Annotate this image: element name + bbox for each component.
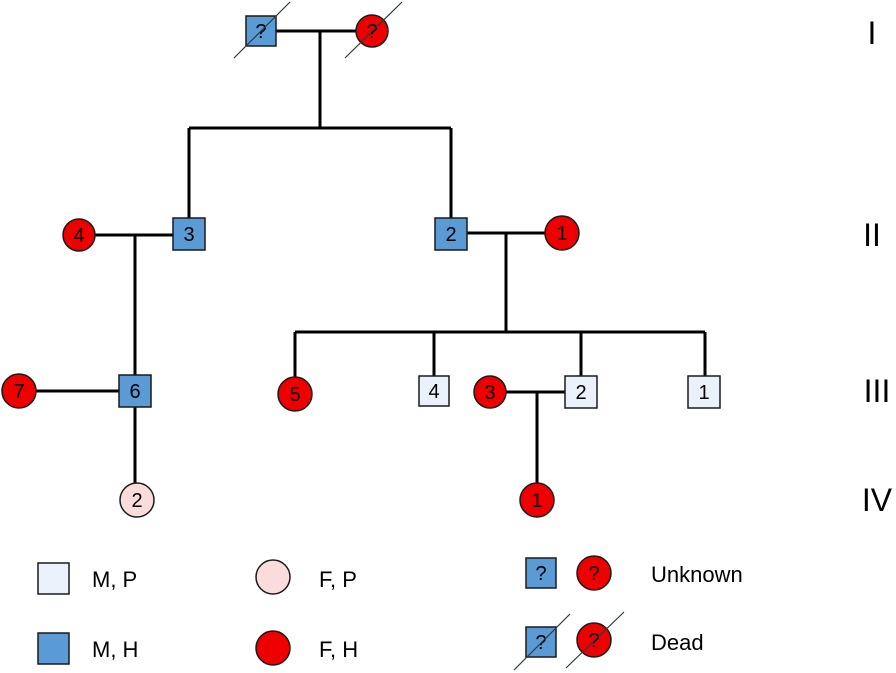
carrier-male-square [37,562,70,595]
individual-label: 2 [131,490,142,512]
individual-III-3: 3 [473,375,507,409]
legend-label: F, P [319,567,357,592]
individual-IV-2: 2 [119,482,155,518]
carrier-male-square [418,375,450,407]
affected-female-circle [62,218,96,252]
affected-male-square [434,217,468,251]
legend-female-affected: F, H [255,630,358,666]
individual-label: 3 [484,382,495,404]
legend-label: Dead [651,630,704,655]
pedigree-lines [35,29,707,484]
deceased-slash [513,613,571,671]
individual-II-4: 4 [62,218,96,252]
affected-male-square [118,374,152,408]
individual-label: 2 [575,382,586,404]
individual-label: 2 [445,224,456,246]
individual-I-female: ? [344,1,403,59]
individual-II-2: 2 [434,217,468,251]
individual-label: ? [255,21,266,43]
legend-label: M, P [92,567,137,592]
legend-male-affected: M, H [37,632,138,665]
deceased-slash [233,1,291,59]
affected-female-circle [519,482,555,518]
individual-III-1: 1 [687,375,721,409]
individual-label: 1 [556,223,567,245]
individual-label: 1 [531,490,542,512]
carrier-male-square [564,375,598,409]
individual-IV-1: 1 [519,482,555,518]
affected-male-square [172,217,206,251]
generation-label-I: I [868,15,877,51]
affected-female-circle [1,373,37,409]
generation-label-IV: IV [862,482,893,518]
individual-II-1: 1 [544,215,580,251]
unknown-symbol: ? [588,563,599,585]
individual-III-7: 7 [1,373,37,409]
legend-label: Unknown [651,562,743,587]
individual-label: 6 [129,381,140,403]
affected-male-square [525,626,557,658]
deceased-slash [344,1,403,59]
individual-label: 4 [73,225,84,247]
individual-label: 3 [183,224,194,246]
individual-III-4: 4 [418,375,450,407]
individual-III-2: 2 [564,375,598,409]
legend-unknown: ? ? Unknown [525,555,743,591]
generation-label-III: III [864,373,891,409]
legend-label: F, H [319,637,358,662]
affected-female-circle [576,555,612,591]
affected-male-square [525,557,557,589]
legend-male-carrier: M, P [37,562,137,595]
carrier-female-circle [119,482,155,518]
individual-II-3: 3 [172,217,206,251]
individual-label: 1 [698,382,709,404]
affected-female-circle [544,215,580,251]
carrier-male-square [687,375,721,409]
individual-label: 4 [428,381,439,403]
individual-III-6: 6 [118,374,152,408]
affected-female-circle [255,630,291,666]
individual-label: 5 [289,384,300,406]
affected-female-circle [277,376,313,412]
unknown-symbol: ? [535,563,546,585]
legend: M, P M, H F, P F, H ? ? Unknown ? ? [37,555,743,671]
individual-label: 7 [13,381,24,403]
legend-dead: ? ? Dead [513,611,704,671]
individual-I-male: ? [233,1,291,59]
legend-label: M, H [92,637,138,662]
affected-male-square [37,632,70,665]
generation-label-II: II [863,217,881,253]
carrier-female-circle [255,559,291,595]
deceased-slash [565,611,625,669]
individual-III-5: 5 [277,376,313,412]
affected-female-circle [473,375,507,409]
legend-female-carrier: F, P [255,559,357,595]
